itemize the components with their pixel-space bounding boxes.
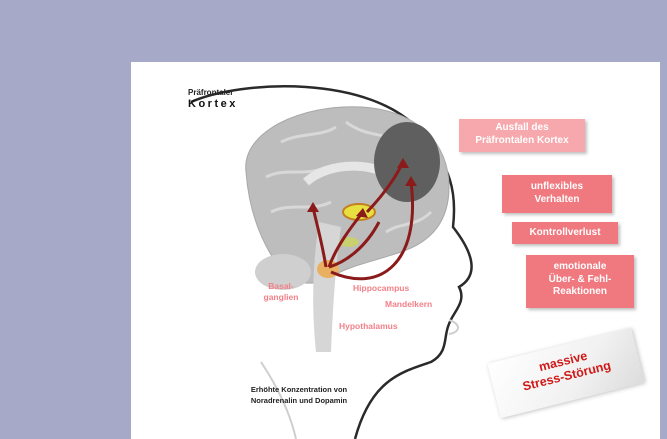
kontrollverlust-box: Kontrollverlust	[512, 222, 618, 244]
emotional-line1: emotionale	[526, 261, 634, 274]
hypothalamus-label: Hypothalamus	[339, 321, 398, 332]
note-line2: Noradrenalin und Dopamin	[224, 396, 374, 407]
basalganglien-label: Basal- ganglien	[261, 281, 301, 302]
cortex-label-line1: Präfrontaler	[188, 88, 233, 97]
hippocampus-label: Hippocampus	[353, 283, 409, 294]
emotional-box: emotionale Über- & Fehl- Reaktionen	[526, 255, 634, 308]
mandelkern-label: Mandelkern	[385, 299, 432, 310]
unflexibel-line2: Verhalten	[502, 194, 612, 207]
cortex-label-line2: Kortex	[188, 98, 238, 110]
ausfall-box: Ausfall des Präfrontalen Kortex	[459, 119, 585, 152]
basalganglien-line1: Basal-	[261, 281, 301, 292]
brain-stem	[313, 222, 341, 352]
unflexibel-box: unflexibles Verhalten	[502, 175, 612, 213]
note-line1: Erhöhte Konzentration von	[224, 385, 374, 396]
ausfall-line1: Ausfall des	[459, 122, 585, 135]
diagram-slide: Präfrontaler Kortex Ausfall des Präfront…	[131, 62, 660, 439]
prefrontal-cortex-area	[374, 122, 440, 202]
emotional-line2: Über- & Fehl-	[526, 274, 634, 287]
ausfall-line2: Präfrontalen Kortex	[459, 135, 585, 148]
emotional-line3: Reaktionen	[526, 286, 634, 299]
concentration-note: Erhöhte Konzentration von Noradrenalin u…	[224, 385, 374, 406]
unflexibel-line1: unflexibles	[502, 181, 612, 194]
basalganglien-line2: ganglien	[261, 292, 301, 303]
kontrollverlust-line1: Kontrollverlust	[512, 227, 618, 240]
